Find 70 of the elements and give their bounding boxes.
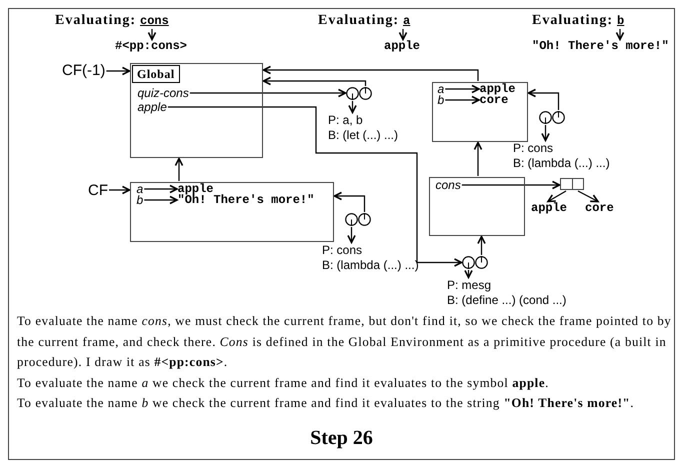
parameters-text: P: cons — [322, 243, 364, 258]
body-text: B: (lambda (...) ...) — [513, 156, 610, 171]
explanation-text: To evaluate the name b we check the current frame and find it evaluates to the string "Oh! There's more!". — [17, 395, 634, 412]
value-text: apple — [531, 202, 568, 215]
environment-frame — [429, 177, 525, 236]
arrow — [334, 192, 366, 212]
arrow — [348, 101, 357, 114]
evaluating-heading: Evaluating: — [532, 13, 614, 28]
variable-name: a — [136, 182, 144, 196]
evaluated-name: b — [617, 14, 624, 28]
arrow — [109, 186, 130, 194]
value-text: "Oh! There's more!" — [532, 40, 669, 53]
body-text: B: (define ...) (cond ...) — [447, 293, 566, 308]
arrow — [464, 270, 473, 278]
arrow — [262, 66, 479, 81]
procedure-object — [539, 111, 565, 124]
variable-name: b — [136, 194, 144, 206]
value-text: "Oh! There's more!" — [178, 194, 314, 206]
environment-frame — [130, 63, 263, 158]
variable-name: b — [438, 94, 444, 106]
arrow — [148, 29, 156, 40]
value-text: apple — [178, 182, 214, 196]
parameters-text: P: cons — [513, 141, 554, 156]
value-text: core — [585, 202, 614, 215]
arrow — [445, 84, 480, 94]
arrow — [616, 29, 624, 40]
variable-name: a — [438, 82, 444, 96]
arrow — [541, 125, 550, 142]
arrow — [528, 88, 560, 110]
value-text: core — [480, 94, 508, 106]
arrow — [398, 29, 408, 40]
frame-pointer-label: CF — [88, 183, 108, 198]
arrow — [547, 190, 566, 202]
environment-frame — [432, 82, 528, 142]
frame-title: Global — [132, 65, 180, 83]
arrow — [477, 236, 486, 255]
arrow — [474, 142, 482, 176]
explanation-text: To evaluate the name cons, we must check the current frame, but don't find it, so we check the frame pointed to by the current frame, and check there. Cons is defined in the Global Environment as a primitive procedure (a built in procedure). I draw it as #<pp:cons>. — [17, 313, 672, 371]
step-caption: Step 26 — [310, 428, 373, 448]
variable-name: quiz-cons — [138, 86, 189, 100]
value-text: #<pp:cons> — [115, 40, 188, 53]
evaluating-heading: Evaluating: — [318, 13, 400, 28]
arrow — [578, 190, 599, 202]
arrow — [262, 76, 366, 86]
arrow — [144, 196, 178, 204]
arrow — [462, 180, 560, 190]
value-text: apple — [384, 40, 420, 53]
explanation-text: To evaluate the name a we check the current frame and find it evaluates to the symbol apple. — [17, 374, 549, 392]
pair-box — [560, 178, 584, 190]
procedure-object — [345, 213, 371, 226]
arrow — [174, 158, 184, 181]
arrow — [347, 227, 356, 244]
variable-name: apple — [138, 100, 167, 114]
arrow — [445, 96, 480, 104]
procedure-object — [346, 87, 372, 100]
arrow — [190, 88, 346, 98]
body-text: B: (let (...) ...) — [328, 128, 398, 143]
value-text: apple — [480, 82, 516, 96]
arrow — [168, 106, 462, 267]
parameters-text: P: mesg — [447, 278, 492, 293]
variable-name: cons — [436, 178, 461, 192]
arrow — [106, 66, 130, 76]
environment-frame — [130, 182, 334, 242]
evaluated-name: a — [403, 14, 410, 28]
frame-pointer-label: CF(-1) — [62, 63, 106, 78]
procedure-object — [462, 256, 488, 269]
parameters-text: P: a, b — [328, 113, 364, 128]
evaluated-name: cons — [140, 14, 169, 28]
arrow — [144, 184, 178, 194]
evaluating-heading: Evaluating: — [55, 13, 136, 28]
